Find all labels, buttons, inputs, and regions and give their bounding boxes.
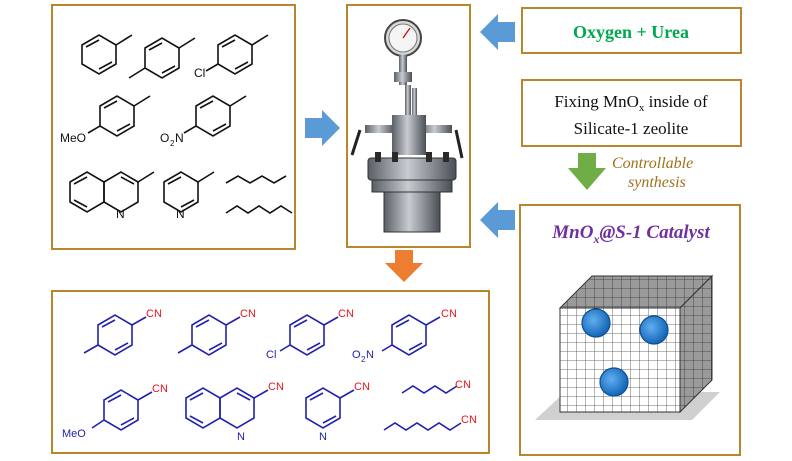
product-cn-label: CN (240, 308, 256, 320)
reactant-nitro-subscript: 2 (170, 139, 175, 148)
octanenitrile-structure (383, 422, 462, 431)
p-methoxybenzonitrile-structure (91, 389, 153, 431)
product-cn-label: CN (455, 379, 471, 391)
nicotinonitrile-structure (305, 387, 355, 429)
toluene-structure (81, 34, 133, 75)
reagents-label: Oxygen + Urea (573, 22, 689, 42)
p-chlorobenzonitrile-structure (279, 314, 339, 356)
product-meo-label: MeO (62, 428, 86, 440)
product-cn-label: CN (338, 308, 354, 320)
product-cn-label: CN (268, 381, 284, 393)
3-methylpyridine-structure (163, 171, 215, 213)
reactant-quinoline-n-label: N (116, 207, 125, 221)
arrow-down-icon (385, 250, 423, 282)
p-methylanisole-structure (87, 95, 151, 137)
product-quinoline-n-label: N (237, 431, 245, 443)
heptane-structure (225, 205, 293, 214)
3-methylquinoline-structure (69, 171, 155, 213)
p-xylene-structure (128, 37, 196, 79)
product-cn-label: CN (146, 308, 162, 320)
reactant-cl-label: Cl (194, 66, 205, 80)
fixing-box: Fixing MnOx inside of Silicate-1 zeolite (521, 79, 742, 147)
reactor-panel (346, 4, 471, 248)
pentane-structure (225, 175, 287, 184)
fixing-label-line2: Silicate-1 zeolite (574, 119, 689, 138)
fixing-label-line1: Fixing MnOx inside of (554, 92, 708, 114)
p-nitrotoluene-structure (183, 95, 247, 137)
product-cn-label: CN (354, 381, 370, 393)
product-cl-label: Cl (266, 349, 276, 361)
reactants-panel: Cl MeO O 2 N N N (51, 4, 296, 250)
arrow-down-icon (568, 153, 606, 190)
p-nitrobenzonitrile-structure (381, 314, 441, 356)
catalyst-panel: MnOx@S-1 Catalyst (519, 204, 741, 456)
product-cn-label: CN (441, 308, 457, 320)
arrow-right-icon (305, 110, 340, 146)
reactant-meo-label: MeO (60, 131, 86, 145)
arrow-left-icon (480, 202, 515, 238)
product-nitro-n-label: N (366, 349, 374, 361)
reactant-nitro-n-label: N (175, 131, 184, 145)
zeolite-cube-icon (535, 274, 720, 420)
controllable-label-line2: synthesis (628, 174, 686, 191)
reactant-structures (69, 34, 293, 214)
product-pyridine-n-label: N (319, 431, 327, 443)
product-cn-label: CN (461, 414, 477, 426)
tolunitrile-structure (177, 314, 241, 356)
p-tolunitrile-structure (83, 314, 147, 356)
quinoline-3-carbonitrile-structure (185, 387, 269, 429)
product-cn-label: CN (152, 383, 168, 395)
reagents-box: Oxygen + Urea (521, 7, 742, 54)
product-nitro-subscript: 2 (361, 355, 366, 364)
product-structures (83, 314, 462, 431)
p-chlorotoluene-structure (205, 34, 269, 75)
reactant-pyridine-n-label: N (176, 207, 185, 221)
catalyst-label: MnOx@S-1 Catalyst (551, 222, 710, 246)
products-panel: CN CN CN CN CN CN CN CN CN Cl O 2 N MeO … (51, 290, 490, 454)
product-nitro-o-label: O (352, 349, 361, 361)
reactor-photo-icon (350, 19, 464, 233)
controllable-label-line1: Controllable (612, 155, 693, 172)
reactant-nitro-o-label: O (160, 131, 169, 145)
arrow-left-icon (480, 14, 515, 50)
hexanenitrile-structure (401, 385, 458, 394)
